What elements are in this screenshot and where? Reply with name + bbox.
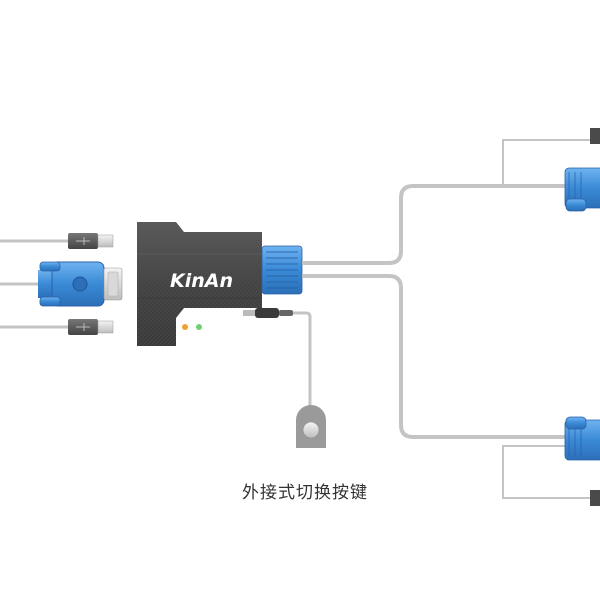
status-led-orange (182, 324, 188, 330)
vga-connector-icon (261, 245, 303, 295)
vga-connector-icon (564, 128, 600, 212)
usb-plug-icon (68, 319, 114, 335)
external-switch-button-label: 外接式切换按键 (242, 483, 368, 503)
status-led-green (196, 324, 202, 330)
brand-logo: KinAn (170, 270, 233, 292)
usb-plug-icon (68, 233, 114, 249)
vga-connector-icon (38, 261, 123, 307)
left-cables (0, 239, 70, 329)
switch-button-cable (293, 311, 312, 410)
round-push-button-icon[interactable] (296, 405, 326, 448)
split-cables (302, 139, 598, 499)
vga-connector-icon (564, 416, 600, 506)
audio-jack-icon (243, 308, 293, 318)
kvm-switch-body (137, 222, 262, 346)
